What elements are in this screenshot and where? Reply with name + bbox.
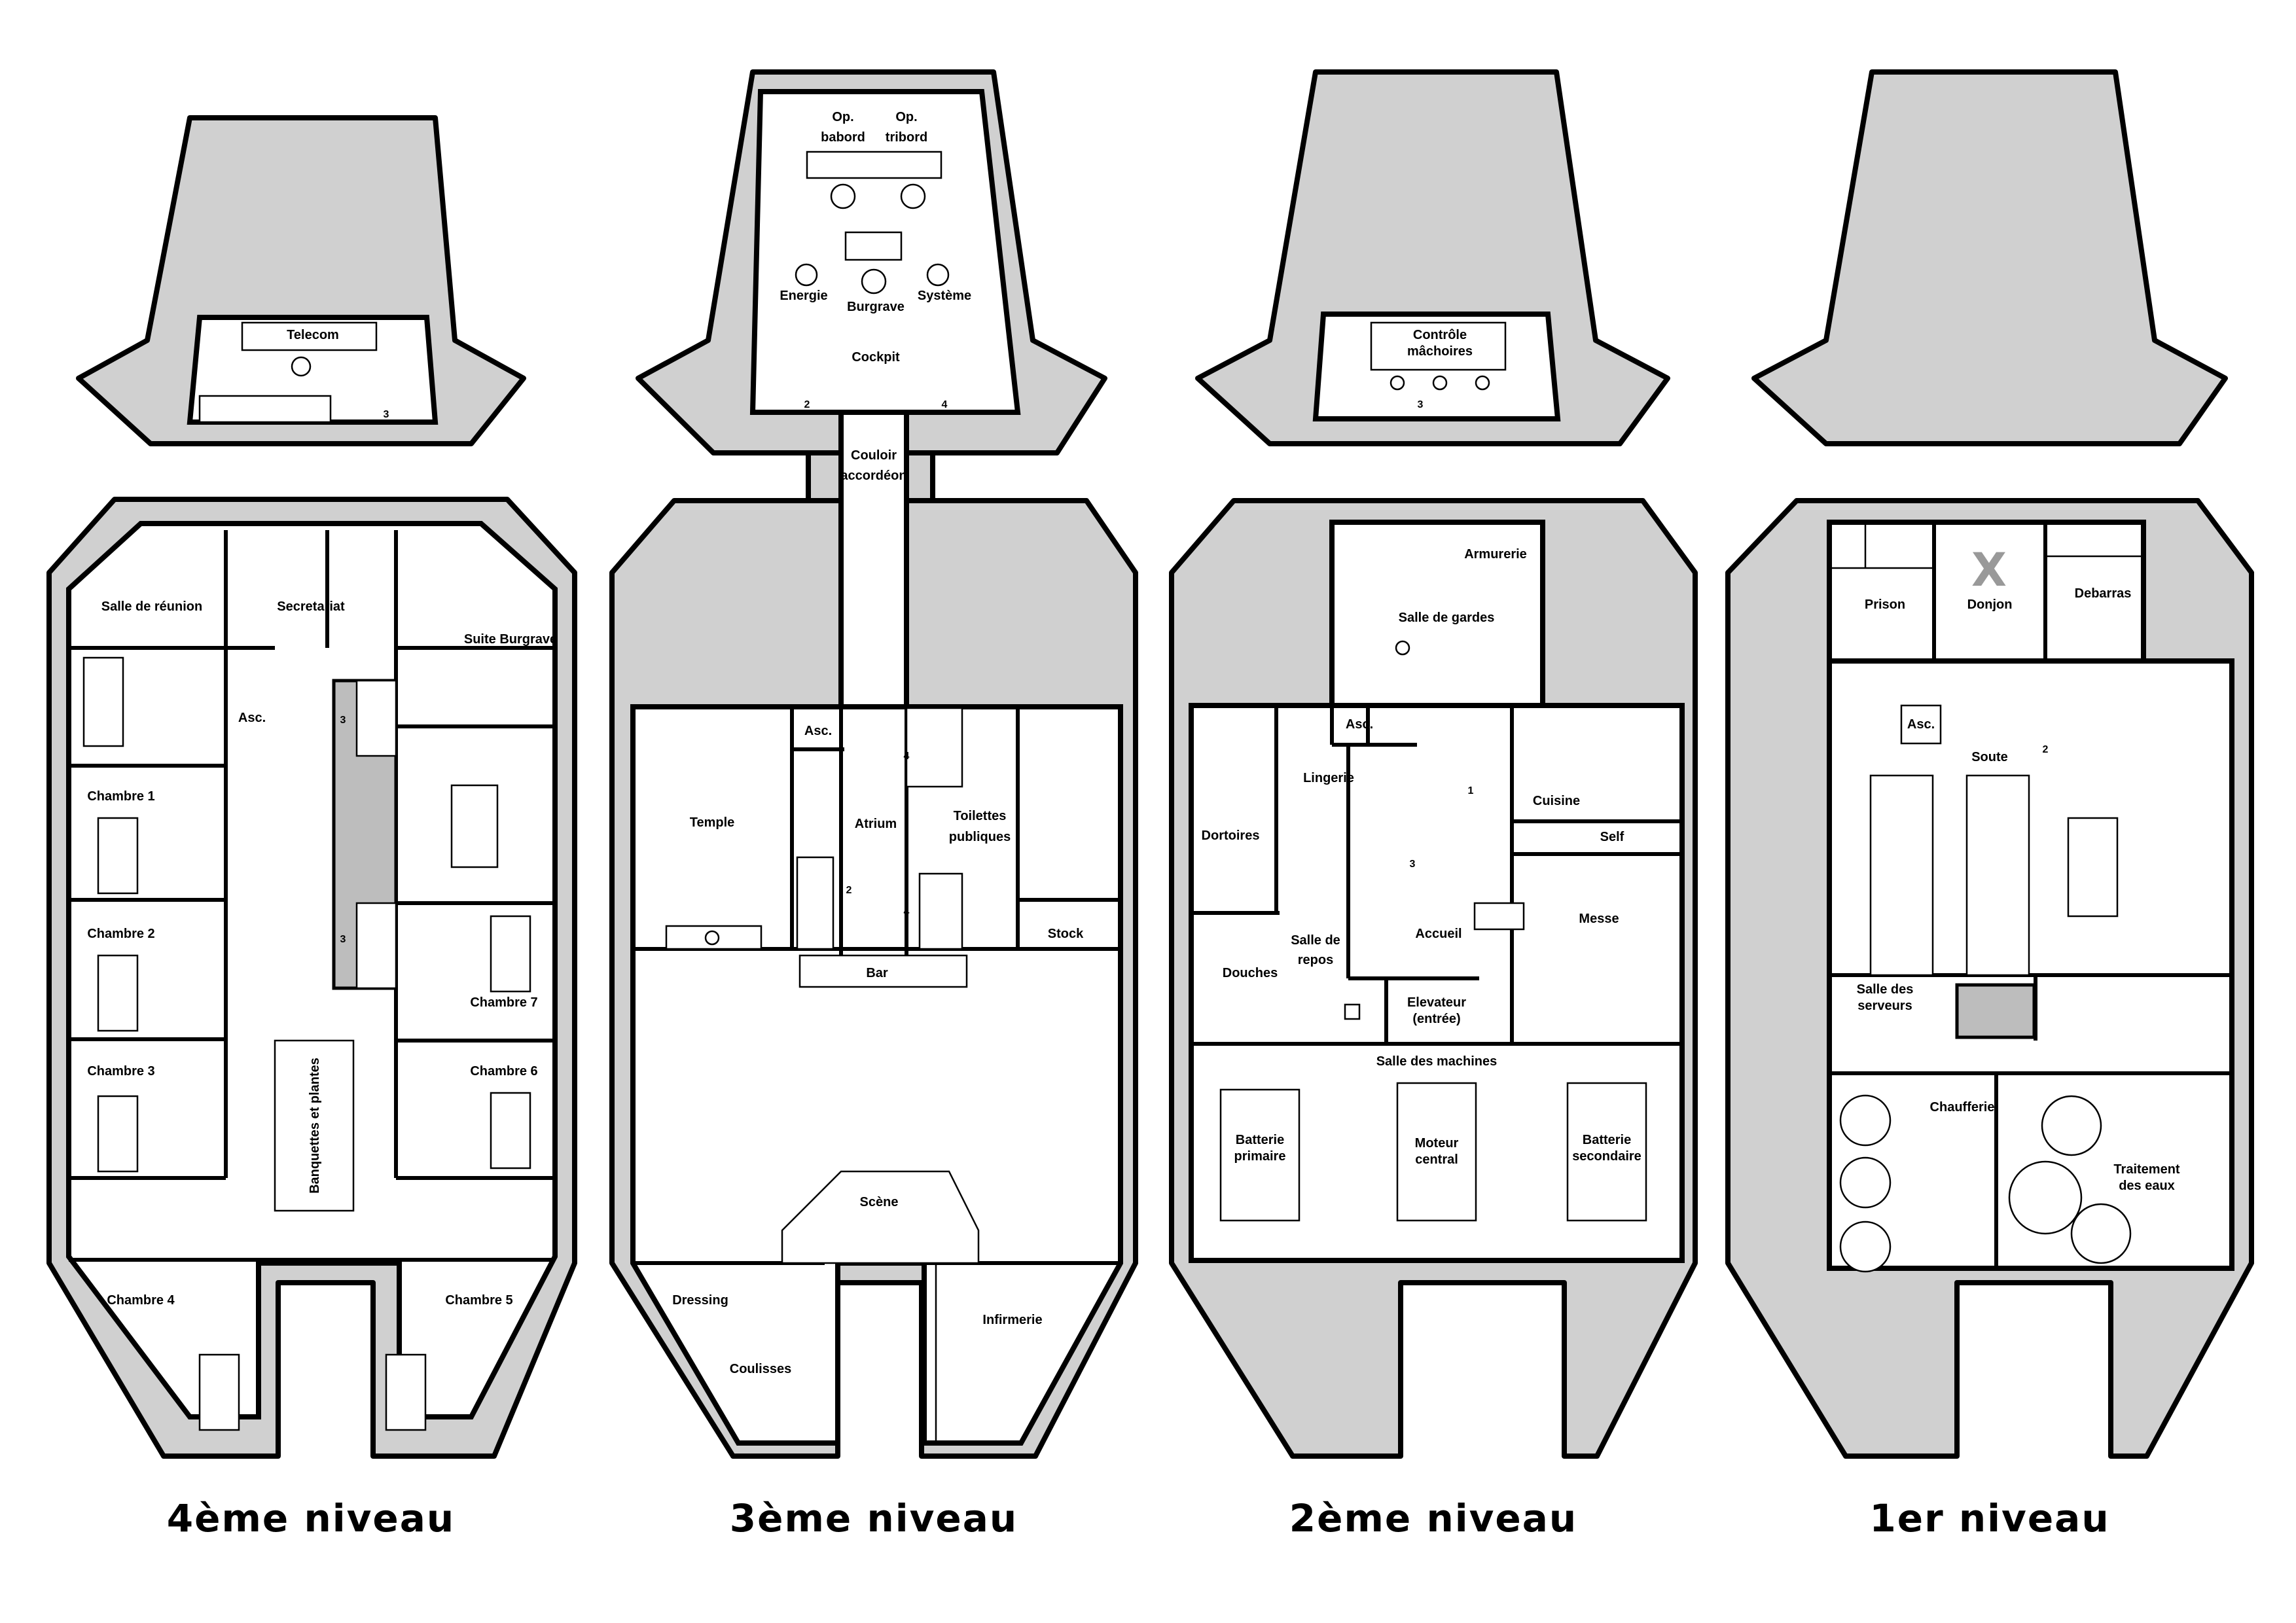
room-label: Burgrave [847, 300, 905, 314]
stair-number: 3 [384, 409, 389, 420]
room-label: babord [821, 130, 865, 145]
room-label: Dortoires [1202, 829, 1260, 843]
room-label: Chaufferie [1930, 1100, 1995, 1115]
level-title-3: 3ème niveau [730, 1496, 1018, 1541]
room-label: Prison [1865, 597, 1905, 612]
room-label: Salle de [1291, 933, 1340, 948]
room-label: Infirmerie [982, 1313, 1042, 1327]
level-1-walls [1829, 522, 2232, 1273]
level-3-walls [633, 151, 1121, 1443]
room-label: Scène [860, 1195, 899, 1209]
stair-number: 3 [1418, 399, 1424, 410]
room-label: Batterie [1236, 1133, 1284, 1147]
room-label: des eaux [2119, 1179, 2175, 1193]
room-label: secondaire [1572, 1149, 1641, 1164]
room-label: Salle des machines [1376, 1054, 1498, 1069]
stair-number: 3 [340, 934, 346, 945]
x-mark-icon: X [1971, 543, 2008, 597]
room-label: Soute [1971, 750, 2008, 764]
room-label: Traitement [2113, 1162, 2179, 1177]
stair-number: 1 [1468, 785, 1474, 796]
room-label: serveurs [1857, 999, 1912, 1013]
room-label: Energie [780, 289, 827, 303]
room-label: central [1415, 1152, 1458, 1167]
room-label: Coulisses [730, 1362, 791, 1376]
room-label: Banquettes et plantes [308, 1058, 322, 1194]
room-label: primaire [1234, 1149, 1286, 1164]
room-label: Stock [1048, 927, 1084, 941]
room-label: accordéon [840, 469, 906, 483]
room-label: Couloir [851, 448, 897, 463]
level-1-labels: Prison Donjon Debarras Asc. Soute Salle … [1857, 543, 2180, 1193]
room-label: Salle des [1857, 982, 1914, 997]
room-label: Salle de réunion [101, 599, 202, 614]
room-label: (entrée) [1412, 1012, 1460, 1026]
room-label: tribord [886, 130, 927, 145]
room-label: Asc. [238, 711, 266, 725]
room-label: Chambre 6 [470, 1064, 537, 1079]
room-label: Cuisine [1533, 794, 1580, 808]
room-label: Op. [895, 110, 917, 124]
room-label: Debarras [2075, 586, 2132, 601]
room-label: Chambre 3 [87, 1064, 154, 1079]
room-label: Telecom [287, 328, 339, 342]
level-4-labels: Telecom Salle de réunion Secretariat Sui… [87, 328, 557, 1308]
room-label: Toilettes [954, 809, 1007, 823]
stair-number: 3 [340, 715, 346, 726]
room-label: Armurerie [1464, 547, 1527, 562]
room-label: Dressing [672, 1293, 728, 1308]
room-label: Donjon [1967, 597, 2013, 612]
stair-number: 4 [904, 906, 910, 918]
stair-number: 2 [804, 399, 810, 410]
level-title-2: 2ème niveau [1289, 1496, 1577, 1541]
room-label: Atrium [855, 817, 897, 831]
room-label: Asc. [804, 724, 832, 738]
stair-number: 3 [1410, 859, 1416, 870]
room-label: Elevateur [1407, 995, 1466, 1010]
stair-number: 2 [2043, 744, 2049, 755]
room-label: Accueil [1415, 927, 1462, 941]
stair-number: 4 [904, 751, 910, 762]
level-2-labels: Contrôle mâchoires Armurerie Salle de ga… [1202, 328, 1641, 1167]
room-label: Temple [690, 815, 735, 830]
room-label: Messe [1579, 912, 1619, 926]
stair-number: 2 [846, 885, 852, 896]
room-label: Système [918, 289, 971, 303]
room-label: Contrôle [1413, 328, 1467, 342]
room-label: Chambre 2 [87, 927, 154, 941]
room-label: Asc. [1346, 717, 1373, 732]
room-label: Moteur [1415, 1136, 1459, 1150]
room-label: publiques [949, 830, 1011, 844]
room-label: Batterie [1583, 1133, 1631, 1147]
room-label: Chambre 7 [470, 995, 537, 1010]
room-label: Cockpit [852, 350, 900, 365]
room-label: Lingerie [1303, 771, 1354, 785]
room-label: Chambre 1 [87, 789, 154, 804]
room-label: Chambre 5 [445, 1293, 512, 1308]
room-label: Secretariat [277, 599, 345, 614]
room-label: Bar [866, 966, 888, 980]
room-label: Chambre 4 [107, 1293, 175, 1308]
room-label: Salle de gardes [1399, 611, 1495, 625]
level-2-walls [1191, 321, 1682, 1222]
room-label: Op. [832, 110, 853, 124]
room-label: Douches [1223, 966, 1278, 980]
room-label: repos [1298, 953, 1333, 967]
room-label: Suite Burgrave [464, 632, 557, 647]
level-4-walls [69, 321, 555, 1431]
level-title-1: 1er niveau [1869, 1496, 2109, 1541]
level-title-4: 4ème niveau [167, 1496, 455, 1541]
level-3-labels: Op. babord Op. tribord Energie Burgrave … [672, 110, 1084, 1376]
room-label: Self [1600, 830, 1624, 844]
room-label: Asc. [1907, 717, 1935, 732]
room-label: mâchoires [1407, 344, 1473, 359]
stair-number: 4 [942, 399, 948, 410]
